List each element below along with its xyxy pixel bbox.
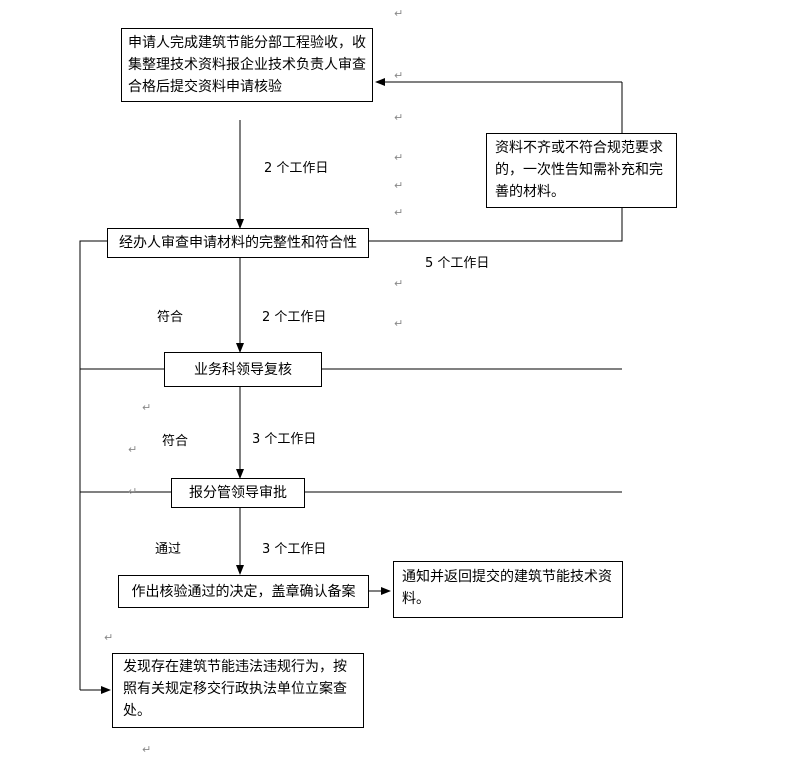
paragraph-mark: ↵ [142, 401, 152, 414]
paragraph-mark: ↵ [394, 69, 404, 82]
violation-line-review [79, 240, 107, 690]
node-chief-approval: 报分管领导审批 [171, 478, 305, 508]
node-violation: 发现存在建筑节能违法违规行为，按照有关规定移交行政执法单位立案查处。 [112, 653, 364, 728]
node-apply: 申请人完成建筑节能分部工程验收，收集整理技术资料报企业技术负责人审查合格后提交资… [121, 28, 373, 102]
paragraph-mark: ↵ [104, 631, 114, 644]
node-decision: 作出核验通过的决定，盖章确认备案 [118, 575, 369, 608]
node-section-leader: 业务科领导复核 [164, 352, 322, 387]
label-days-b: 5 个工作日 [425, 256, 490, 271]
label-days-a: 2 个工作日 [264, 161, 329, 176]
paragraph-mark: ↵ [394, 179, 404, 192]
label-pass-a: 符合 [157, 310, 184, 325]
paragraph-mark: ↵ [394, 7, 404, 20]
paragraph-mark: ↵ [128, 443, 138, 456]
paragraph-mark: ↵ [394, 317, 404, 330]
node-incomplete: 资料不齐或不符合规范要求的，一次性告知需补充和完善的材料。 [486, 133, 677, 208]
paragraph-mark: ↵ [394, 277, 404, 290]
paragraph-mark: ↵ [142, 743, 152, 756]
paragraph-mark: ↵ [394, 111, 404, 124]
label-days-e: 3 个工作日 [262, 542, 327, 557]
label-pass-b: 符合 [162, 434, 189, 449]
label-days-c: 2 个工作日 [262, 310, 327, 325]
node-handler-review: 经办人审查申请材料的完整性和符合性 [107, 228, 369, 258]
label-days-d: 3 个工作日 [252, 432, 317, 447]
paragraph-mark: ↵ [128, 485, 138, 498]
paragraph-mark: ↵ [394, 151, 404, 164]
node-notify: 通知并返回提交的建筑节能技术资料。 [393, 561, 623, 618]
label-pass-c: 通过 [155, 542, 182, 557]
paragraph-mark: ↵ [394, 206, 404, 219]
